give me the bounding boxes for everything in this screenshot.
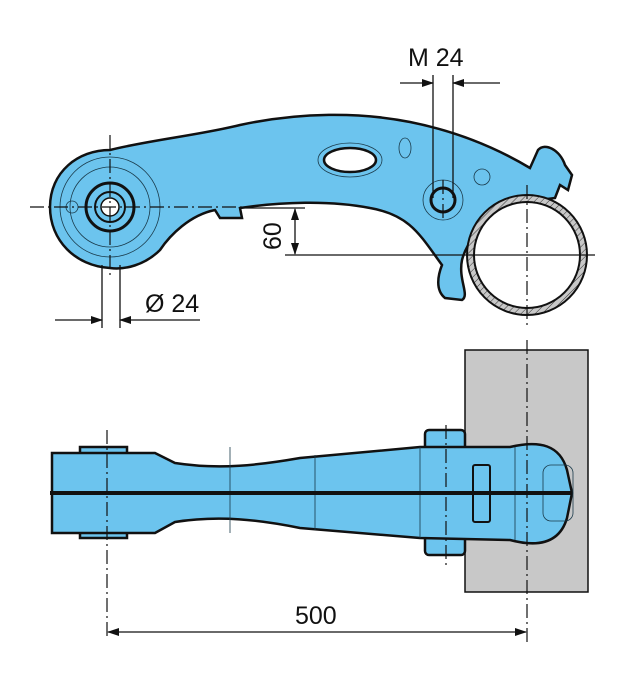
bushing-diameter-label: Ø 24 <box>145 290 199 318</box>
lightening-hole-rim <box>317 142 383 178</box>
m24-dimension: M 24 <box>400 44 500 198</box>
height-offset-label: 60 <box>259 222 287 250</box>
length-label: 500 <box>295 602 337 630</box>
m24-label: M 24 <box>408 44 464 72</box>
bottom-view-trailing-arm <box>50 428 574 557</box>
manufacturer-logo-mark <box>473 168 491 186</box>
lightening-hole <box>322 146 378 174</box>
arm-body-side <box>48 113 574 302</box>
drain-slot <box>398 137 412 159</box>
length-dimension: 500 <box>107 602 527 636</box>
top-view-trailing-arm <box>48 113 588 316</box>
height-offset-dimension: 60 <box>240 207 595 256</box>
bushing-diameter-dimension: Ø 24 <box>55 265 200 328</box>
